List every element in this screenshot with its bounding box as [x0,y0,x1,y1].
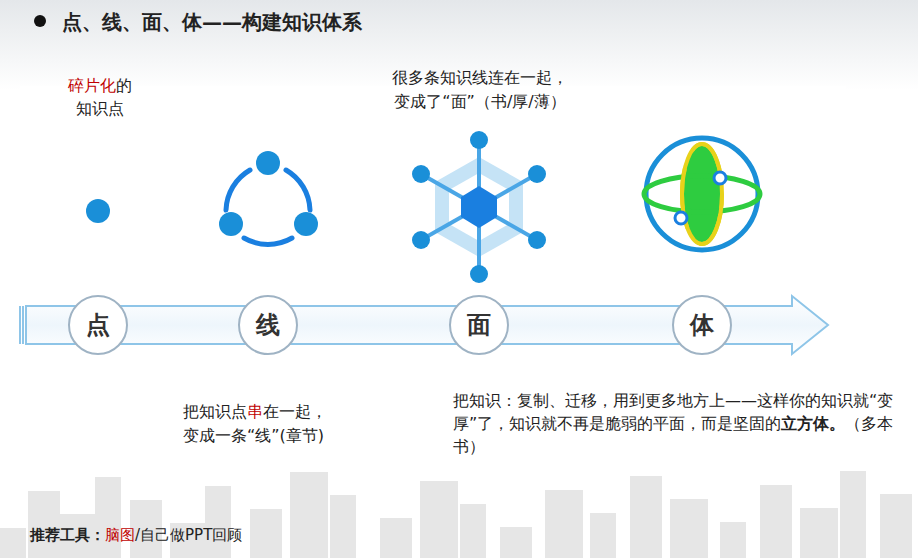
label: 知识点 [76,99,124,118]
label: 串 [247,402,263,421]
label: 碎片化 [68,76,116,95]
bullet [34,15,46,27]
note-text: 知识点 [76,97,124,120]
note-text: 把知识：复制、迁移，用到更多地方上——这样你的知识就“变厚”了，知识就不再是脆弱… [453,389,911,458]
label: 把知识点 [183,402,247,421]
stage-label: 点 [86,309,110,341]
sky [0,0,918,90]
label: 变成一条“线”(章节) [183,426,324,445]
stage-label: 面 [467,309,491,341]
label: /自己做PPT回顾 [135,526,242,544]
label: 立方体。 [781,414,845,433]
note-text: 变成了“面”（书/厚/薄） [394,90,565,113]
label: 脑图 [105,526,135,544]
stage-label: 体 [690,309,714,341]
note-text: 碎片化的 [68,74,132,97]
body-icon [644,138,760,250]
label: 变成了“面”（书/厚/薄） [394,92,565,111]
timeline-arrow [20,296,828,354]
timeline-circle: 体 [672,295,732,355]
note-text: 很多条知识线连在一起， [392,66,568,89]
line-icon [219,151,318,244]
label: 很多条知识线连在一起， [392,68,568,87]
note-text: 变成一条“线”(章节) [183,424,324,447]
skyline [0,471,912,558]
timeline-circle: 点 [68,295,128,355]
title: 点、线、面、体——构建知识体系 [62,9,362,36]
label: 推荐工具： [30,526,105,544]
note-text: 把知识点串在一起， [183,400,327,423]
note-text: 推荐工具：脑图/自己做PPT回顾 [30,523,242,547]
point-icon [86,199,110,223]
face-icon [412,131,546,283]
timeline-circle: 线 [238,295,298,355]
stage-label: 线 [256,309,280,341]
label: 在一起， [263,402,327,421]
timeline-circle: 面 [449,295,509,355]
label: 的 [116,76,132,95]
